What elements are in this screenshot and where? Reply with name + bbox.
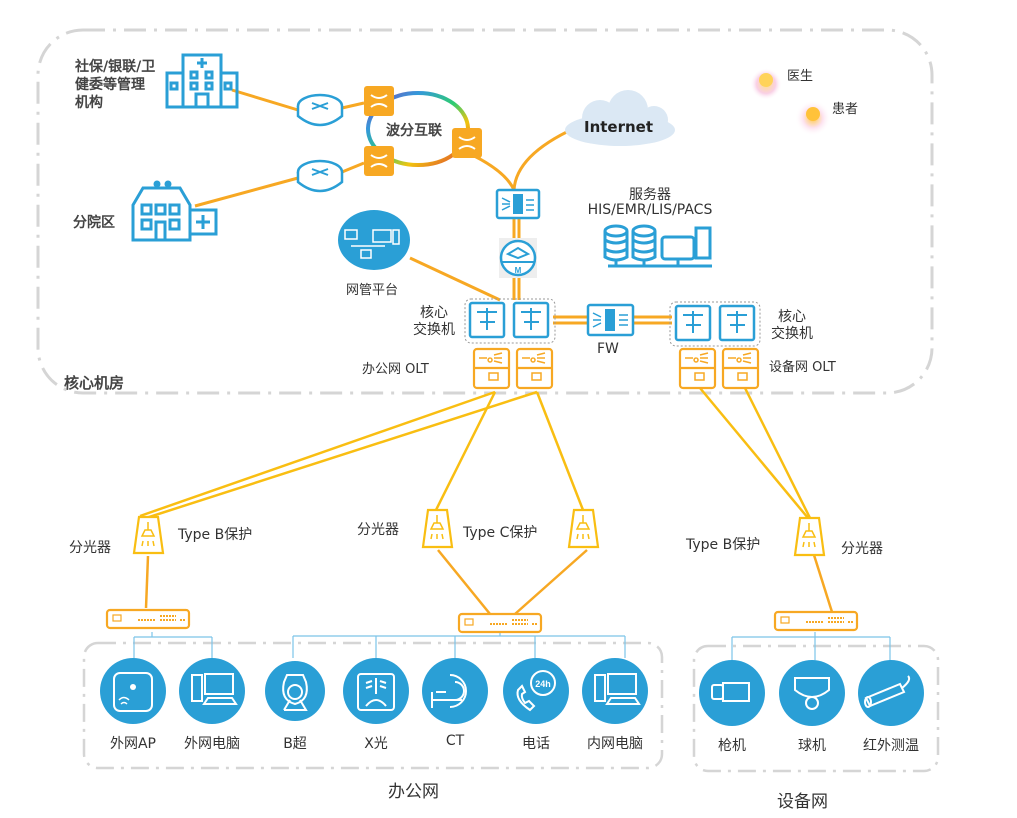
splitter-icon <box>567 508 600 549</box>
splitter-middle-protection: Type C保护 <box>463 525 538 541</box>
nms-platform-label: 网管平台 <box>346 283 399 298</box>
splitter-to-onu-links <box>144 549 834 615</box>
wdm-label: 波分互联 <box>386 123 442 139</box>
core-room-title: 核心机房 <box>64 374 125 392</box>
nms-platform-icon <box>338 210 410 270</box>
doctor-icon <box>750 68 782 100</box>
splitter-icon <box>793 516 826 557</box>
onu-switch-icon <box>105 608 191 630</box>
institutions-label-line: 健委等管理 <box>75 77 145 93</box>
splitter-middle-label: 分光器 <box>357 522 399 538</box>
patient-label: 患者 <box>832 102 859 117</box>
branch-campus-label: 分院区 <box>73 215 115 231</box>
core-links <box>194 88 672 325</box>
splitter-icon <box>132 515 165 555</box>
core-switch-right-label: 核心 交换机 <box>762 309 822 343</box>
institutions-label-line: 社保/银联/卫 <box>75 59 156 75</box>
device-label: 外网AP <box>109 736 157 752</box>
server-cluster-icon <box>603 224 712 268</box>
core-room-boundary <box>36 28 934 395</box>
device-label: 球机 <box>798 738 826 754</box>
splitter-left-label: 分光器 <box>69 540 111 556</box>
servers-title: 服务器 <box>629 187 671 203</box>
core-switch-label-line: 交换机 <box>413 322 455 338</box>
office-network-title: 办公网 <box>388 782 439 802</box>
device-label: B超 <box>283 736 307 752</box>
firewall-icon <box>586 303 635 337</box>
onu-switch-icon <box>457 612 543 634</box>
device-label: 枪机 <box>718 738 746 754</box>
desktop-computer-icon <box>179 658 245 724</box>
svg-text:M: M <box>515 266 522 275</box>
access-point-icon <box>100 658 166 724</box>
core-switch-left-label: 核心 交换机 <box>404 305 464 339</box>
router-icon <box>296 159 344 193</box>
device-label: 内网电脑 <box>587 736 643 752</box>
dome-camera-icon <box>779 660 845 726</box>
core-switch-label-line: 核心 <box>778 309 806 325</box>
device-label: 外网电脑 <box>184 736 240 752</box>
phone-24h-icon: 24h <box>503 658 569 724</box>
splitter-left-protection: Type B保护 <box>178 527 253 543</box>
institution-building-icon <box>165 53 239 109</box>
core-switch-label-line: 交换机 <box>771 326 813 342</box>
servers-subtitle: HIS/EMR/LIS/PACS <box>587 202 713 218</box>
thermal-camera-icon <box>858 660 924 726</box>
desktop-computer-icon <box>582 658 648 724</box>
office-olt-label: 办公网 OLT <box>362 362 429 377</box>
onu-switch-icon <box>773 610 859 632</box>
xray-icon <box>343 658 409 724</box>
device-label: CT <box>445 733 465 749</box>
ultrasound-icon <box>265 661 325 721</box>
core-switch-label-line: 核心 <box>420 305 448 321</box>
device-label: 红外测温 <box>863 738 919 754</box>
wdm-device-icon <box>364 146 394 176</box>
box-camera-icon <box>699 660 765 726</box>
device-label: 电话 <box>522 736 550 752</box>
branch-building-icon <box>131 180 218 242</box>
core-switch-icon <box>512 301 550 339</box>
wdm-device-icon <box>364 86 394 116</box>
institutions-label-line: 机构 <box>75 95 103 111</box>
olt-port-glyphs <box>479 352 752 381</box>
ct-scanner-icon <box>422 658 488 724</box>
patient-icon <box>795 100 831 136</box>
core-switch-icon <box>718 304 756 342</box>
device-label: X光 <box>364 736 388 752</box>
distribution-links <box>133 630 891 660</box>
device-network-boundary <box>692 644 940 773</box>
router-icon <box>296 93 344 127</box>
wdm-device-icon <box>452 128 482 158</box>
core-switch-icon <box>674 304 712 342</box>
splitter-right-label: 分光器 <box>841 541 883 557</box>
office-network-boundary <box>82 641 664 770</box>
device-olt-label: 设备网 OLT <box>769 360 836 375</box>
device-network-title: 设备网 <box>777 792 828 812</box>
network-manager-device-icon: M <box>499 238 537 278</box>
core-switch-icon <box>468 301 506 339</box>
splitter-icon <box>421 508 454 549</box>
firewall-label: FW <box>597 341 619 357</box>
internet-cloud-icon <box>565 90 675 146</box>
fiber-links <box>139 387 812 521</box>
doctor-label: 医生 <box>787 69 814 84</box>
egress-gateway-icon <box>495 188 541 220</box>
splitter-right-protection: Type B保护 <box>686 537 761 553</box>
svg-text:24h: 24h <box>535 679 551 689</box>
institutions-label: 社保/银联/卫 健委等管理 机构 <box>75 58 155 112</box>
internet-label: Internet <box>584 118 654 136</box>
